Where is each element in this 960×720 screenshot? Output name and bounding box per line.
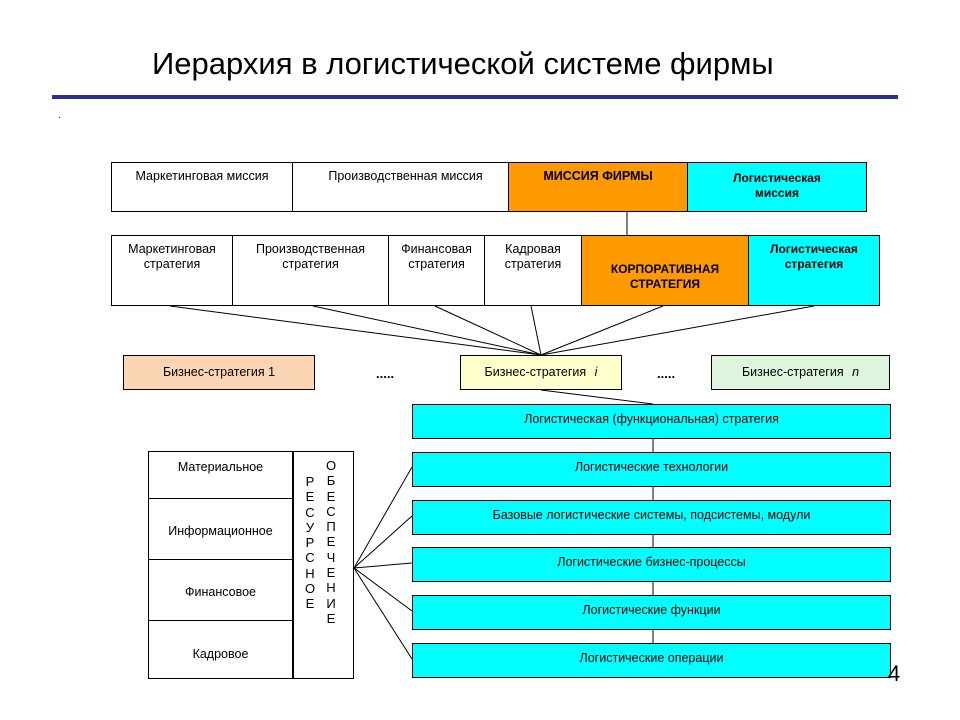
resource-label: Финансовое xyxy=(185,585,256,599)
vertical-letter: Р xyxy=(305,474,315,489)
strategy-to-business-line xyxy=(540,305,815,356)
production-mission-box: Производственная миссия xyxy=(292,162,509,212)
vertical-letter: Е xyxy=(326,488,336,504)
resource-label: Материальное xyxy=(177,460,264,474)
vertical-letter: Е xyxy=(305,596,315,612)
page-number: 4 xyxy=(888,661,901,686)
production-strategy-label: Производственная xyxy=(255,242,366,256)
logistic-strategy-label: Логистическая xyxy=(770,242,858,256)
vertical-letter: С xyxy=(305,504,315,520)
resource-label: Информационное xyxy=(168,524,273,538)
vertical-letter: О xyxy=(304,581,316,597)
resource-material-box: Материальное xyxy=(148,451,293,499)
firm-mission-box: МИССИЯ ФИРМЫ xyxy=(508,162,688,212)
logistic-mission-box: Логистическая миссия xyxy=(687,162,867,212)
level-label: Логистические бизнес-процессы xyxy=(557,555,746,569)
resource-to-level-line xyxy=(353,567,413,660)
vertical-letter: Е xyxy=(326,534,336,550)
vertical-letter: Р xyxy=(305,535,315,551)
financial-strategy-box: Финансовая стратегия xyxy=(388,235,485,306)
logistic-business-processes-box: Логистические бизнес-процессы xyxy=(412,547,891,582)
marketing-strategy-label: Маркетинговая xyxy=(128,242,216,256)
business-strategy-1-box: Бизнес-стратегия 1 xyxy=(123,355,315,390)
vertical-letter: О xyxy=(325,458,337,473)
business-strategy-i-label: Бизнес-стратегия xyxy=(484,365,587,379)
business-strategy-i-index: i xyxy=(594,365,598,379)
business-strategy-n-label: Бизнес-стратегия xyxy=(741,365,844,379)
title-underline xyxy=(52,95,898,99)
corporate-strategy-box: КОРПОРАТИВНАЯ СТРАТЕГИЯ xyxy=(581,235,749,306)
logistic-functions-box: Логистические функции xyxy=(412,595,891,630)
resource-to-level-line xyxy=(353,466,413,569)
vertical-letter: С xyxy=(305,550,315,566)
strategy-to-business-line xyxy=(169,305,542,356)
resource-personnel-box: Кадровое xyxy=(148,620,293,679)
stray-dot: . xyxy=(58,110,61,121)
level-label: Базовые логистические системы, подсистем… xyxy=(492,508,811,522)
level-label: Логистическая (функциональная) стратегия xyxy=(524,412,779,426)
production-mission-label: Производственная миссия xyxy=(328,169,483,183)
vertical-letter: Е xyxy=(326,610,336,626)
business-strategy-n-box: Бизнес-стратегия n xyxy=(711,355,890,390)
logistic-operations-box: Логистические операции xyxy=(412,643,891,678)
logistic-functional-strategy-box: Логистическая (функциональная) стратегия xyxy=(412,404,891,439)
vertical-letter: Н xyxy=(326,580,336,596)
resource-support-box xyxy=(293,451,354,679)
vertical-letter: Е xyxy=(305,489,315,505)
ellipsis-right: ..... xyxy=(657,366,676,381)
logistic-strategy-box: Логистическая стратегия xyxy=(748,235,880,306)
vertical-letter: Ч xyxy=(326,549,336,565)
production-strategy-label: стратегия xyxy=(282,257,339,271)
level-label: Логистические функции xyxy=(582,603,721,617)
vertical-letter: Н xyxy=(305,565,315,581)
logistic-strategy-label: стратегия xyxy=(784,257,844,271)
marketing-strategy-label: стратегия xyxy=(143,257,201,271)
business-strategy-n-index: n xyxy=(852,365,860,379)
business-strategy-1-label: Бизнес-стратегия 1 xyxy=(162,365,276,379)
corporate-strategy-label: КОРПОРАТИВНАЯ xyxy=(610,262,720,276)
personnel-strategy-box: Кадровая стратегия xyxy=(484,235,582,306)
logistic-base-systems-box: Базовые логистические системы, подсистем… xyxy=(412,500,891,535)
strategy-to-business-line xyxy=(312,305,542,356)
resource-to-level-line xyxy=(353,562,413,569)
vertical-letter: У xyxy=(305,519,315,535)
vertical-letter: Е xyxy=(326,565,336,581)
vertical-letter: П xyxy=(326,519,336,535)
financial-strategy-label: стратегия xyxy=(408,257,465,271)
business-to-logistic-line xyxy=(540,389,654,405)
support-word-column: О Б Е С П Е Ч Е Н И Е xyxy=(325,458,337,626)
marketing-mission-label: Маркетинговая миссия xyxy=(135,169,269,183)
strategy-to-business-line xyxy=(540,305,664,356)
financial-strategy-label: Финансовая xyxy=(401,242,472,256)
vertical-letter: И xyxy=(326,595,336,611)
logistic-mission-label: Логистическая xyxy=(733,171,821,185)
logistic-mission-label: миссия xyxy=(755,186,799,200)
ellipsis-left: ..... xyxy=(376,366,395,381)
vertical-letter: С xyxy=(326,503,336,519)
strategy-to-business-line xyxy=(530,305,542,356)
resource-to-level-line xyxy=(353,515,413,569)
page-title: Иерархия в логистической системе фирмы xyxy=(152,46,774,81)
business-strategy-i-box: Бизнес-стратегия i xyxy=(460,355,622,390)
level-label: Логистические операции xyxy=(579,651,724,665)
resource-label: Кадровое xyxy=(192,647,249,661)
resource-word-column: Р Е С У Р С Н О Е xyxy=(304,474,316,612)
personnel-strategy-label: Кадровая xyxy=(505,242,561,256)
personnel-strategy-label: стратегия xyxy=(504,257,562,271)
production-strategy-box: Производственная стратегия xyxy=(232,235,389,306)
marketing-strategy-box: Маркетинговая стратегия xyxy=(111,235,233,306)
level-label: Логистические технологии xyxy=(574,460,729,474)
vertical-letter: Б xyxy=(326,473,336,489)
strategy-to-business-line xyxy=(434,305,542,356)
logistic-technologies-box: Логистические технологии xyxy=(412,452,891,487)
resource-information-box: Информационное xyxy=(148,498,293,560)
resource-financial-box: Финансовое xyxy=(148,559,293,621)
resource-to-level-line xyxy=(353,567,413,612)
corporate-strategy-label: СТРАТЕГИЯ xyxy=(629,277,701,291)
marketing-mission-box: Маркетинговая миссия xyxy=(111,162,293,212)
firm-mission-label: МИССИЯ ФИРМЫ xyxy=(543,169,653,183)
